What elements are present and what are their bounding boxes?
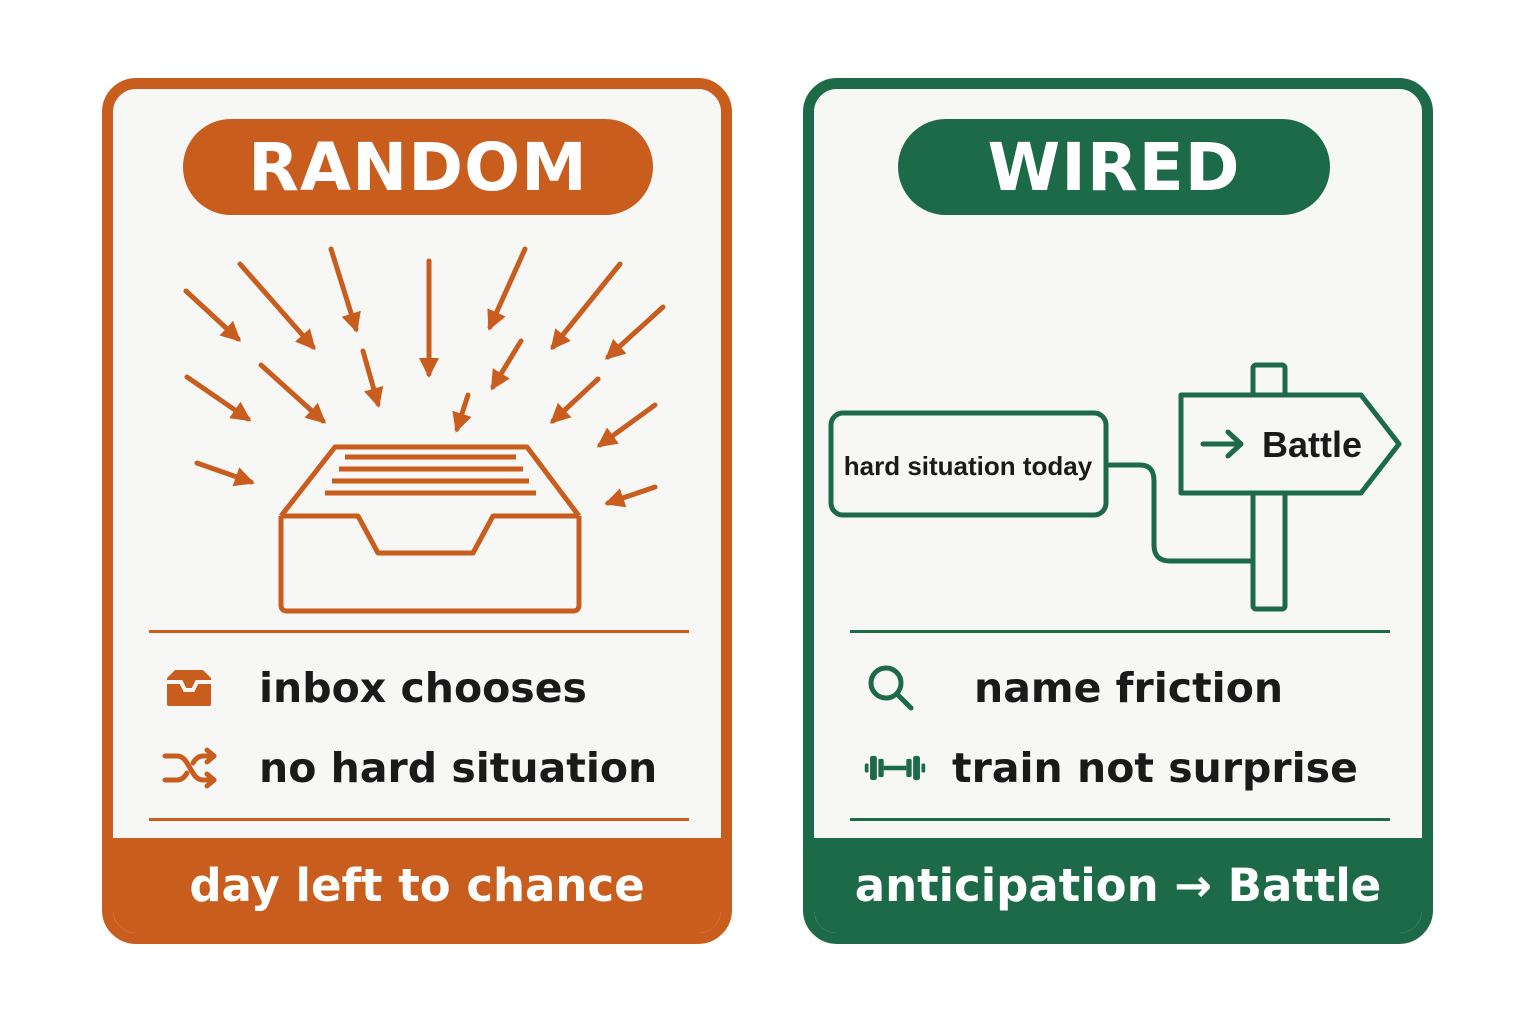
sign-label: Battle [1262,424,1362,465]
divider [850,818,1390,821]
list-item: train not surprise [864,738,1358,798]
connector-line [1106,462,1259,564]
signpost-sign [1178,392,1402,496]
random-card: RANDOM [102,78,732,944]
incoming-arrow [550,261,623,351]
incoming-arrow [487,246,528,331]
incoming-arrows-illustration [183,246,666,614]
incoming-arrow [490,338,524,391]
wired-title: WIRED [898,119,1330,215]
divider [149,818,689,821]
incoming-arrow [183,288,241,342]
signpost-diagram: hard situation today Battle [828,362,1402,612]
random-title: RANDOM [183,119,653,215]
wired-footer: anticipation → Battle [814,838,1422,933]
incoming-arrow [237,261,316,351]
inbox-icon [161,663,223,713]
incoming-arrow [328,246,361,333]
incoming-arrow [194,460,255,487]
divider [850,630,1390,633]
incoming-arrow [550,376,601,424]
dumbbell-icon [864,743,926,793]
random-footer: day left to chance [113,838,721,933]
shuffle-icon [161,743,223,793]
magnifier-icon [864,663,926,713]
list-item: no hard situation [161,738,657,798]
incoming-arrow [605,304,666,360]
source-box [828,410,1109,518]
wired-card: WIRED hard situation today Battle name f… [803,78,1433,944]
list-item-label: train not surprise [952,744,1358,792]
incoming-arrow [360,348,384,408]
incoming-arrow [452,392,472,433]
list-item: inbox chooses [161,658,587,718]
right-arrow-icon [1200,429,1244,459]
list-item-label: name friction [974,664,1284,712]
incoming-arrow [258,362,326,424]
incoming-arrow [596,402,658,448]
inbox-tray-icon [278,444,582,614]
divider [149,630,689,633]
list-item-label: inbox chooses [259,664,587,712]
incoming-arrow [184,374,252,422]
source-label: hard situation today [844,451,1093,481]
list-item-label: no hard situation [259,744,658,792]
incoming-arrow [604,484,658,508]
list-item: name friction [864,658,1283,718]
